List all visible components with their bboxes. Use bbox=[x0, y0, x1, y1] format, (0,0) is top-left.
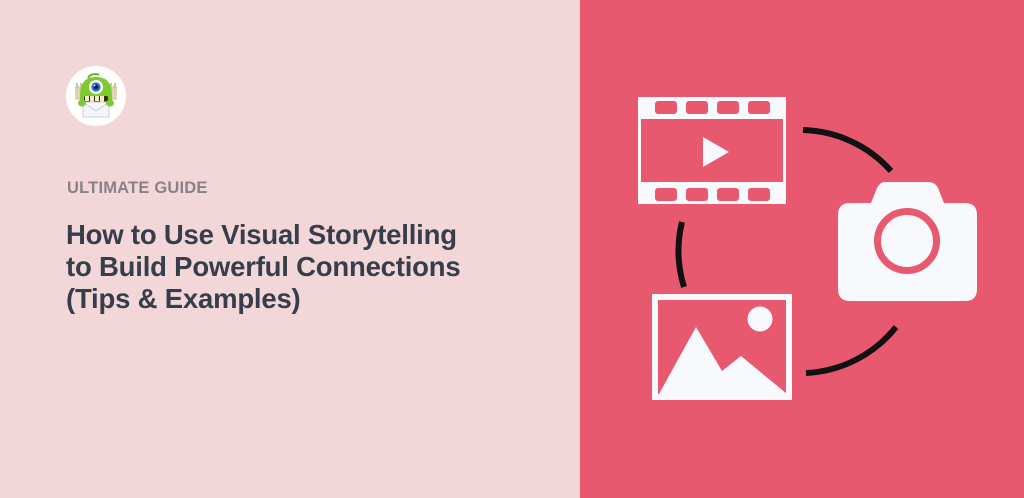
camera-lens-ring bbox=[874, 208, 940, 274]
monster-mascot-envelope-icon bbox=[75, 73, 117, 118]
hero-text-panel: ULTIMATE GUIDE How to Use Visual Storyte… bbox=[0, 0, 580, 498]
page-title: How to Use Visual Storytelling to Build … bbox=[66, 219, 546, 315]
page-title-line-2: to Build Powerful Connections bbox=[66, 251, 461, 282]
connector-arcs bbox=[675, 127, 899, 376]
brand-logo bbox=[66, 66, 126, 126]
eyebrow-label: ULTIMATE GUIDE bbox=[67, 179, 208, 197]
sun-icon bbox=[747, 306, 773, 332]
image-landscape-icon bbox=[652, 294, 792, 400]
connector-arc-film-camera bbox=[802, 127, 894, 173]
page-title-line-3: (Tips & Examples) bbox=[66, 283, 301, 314]
connector-arc-image-camera bbox=[805, 325, 899, 376]
connector-arc-film-image bbox=[675, 221, 687, 288]
camera-icon bbox=[838, 182, 977, 301]
mountains-icon bbox=[659, 327, 787, 394]
page-title-line-1: How to Use Visual Storytelling bbox=[66, 219, 457, 250]
play-icon bbox=[703, 137, 729, 167]
film-strip-play-icon bbox=[638, 97, 786, 204]
